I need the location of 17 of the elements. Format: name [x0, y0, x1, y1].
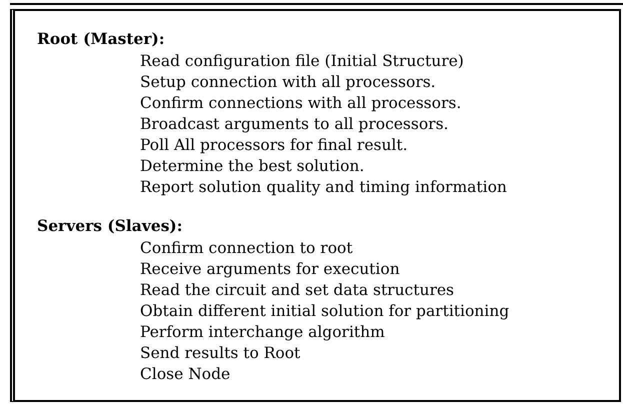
- step-text: Broadcast arguments to all processors.: [140, 114, 448, 134]
- step-text: Obtain different initial solution for partitioning: [140, 301, 510, 321]
- section-heading: Servers (Slaves):: [37, 216, 182, 236]
- step-text: Poll All processors for final result.: [140, 135, 408, 155]
- step-text: Send results to Root: [140, 343, 300, 363]
- step-text: Report solution quality and timing information: [140, 177, 507, 197]
- step-text: Perform interchange algorithm: [140, 322, 385, 342]
- step-text: Setup connection with all processors.: [140, 72, 436, 92]
- step-text: Close Node: [140, 364, 230, 384]
- step-text: Read the circuit and set data structures: [140, 280, 454, 300]
- step-text: Confirm connections with all processors.: [140, 93, 462, 113]
- step-text: Receive arguments for execution: [140, 259, 400, 279]
- step-text: Determine the best solution.: [140, 156, 364, 176]
- text-frame: [10, 9, 621, 402]
- step-text: Confirm connection to root: [140, 238, 353, 258]
- step-text: Read configuration file (Initial Structure): [140, 51, 464, 71]
- section-heading: Root (Master):: [37, 29, 165, 49]
